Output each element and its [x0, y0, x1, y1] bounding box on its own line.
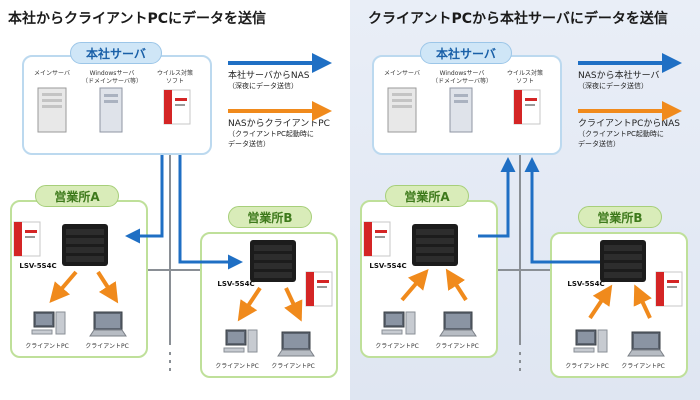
left-legend-blue: 本社サーバからNAS （深夜にデータ送信） — [228, 70, 310, 92]
left-label-main-server: メインサーバ — [34, 70, 70, 77]
right-pc-a1-label: クライアントPC — [375, 343, 419, 350]
left-hq-label: 本社サーバ — [70, 42, 162, 64]
left-nas-b-model: LSV-5S4C — [217, 280, 255, 288]
right-arrow-pc2-to-nas-b — [633, 284, 652, 319]
left-legend-orange-line1: NASからクライアントPC — [228, 119, 330, 129]
left-pc-a1-icon — [31, 311, 66, 335]
right-arrow-pc1-to-nas-a — [400, 268, 429, 302]
right-branch-b-software-icon — [655, 271, 683, 307]
left-pc-b2-icon — [277, 331, 315, 357]
left-title: 本社からクライアントPCにデータを送信 — [8, 11, 266, 27]
left-arrow-nas-b-to-pc1 — [237, 286, 262, 322]
left-windows-server-icon — [99, 87, 123, 133]
right-arrow-nas-b-to-hq — [524, 157, 600, 264]
left-label-windows-server-1: Windowsサーバ — [89, 70, 135, 77]
right-windows-server-icon — [449, 87, 473, 133]
right-arrow-pc1-to-nas-b — [588, 284, 613, 320]
left-nas-a-model: LSV-5S4C — [19, 262, 57, 270]
left-pc-a2-label: クライアントPC — [85, 343, 129, 350]
left-pc-b1-label: クライアントPC — [215, 363, 259, 370]
right-nas-b-icon — [600, 240, 646, 282]
right-main-server-icon — [387, 87, 417, 133]
left-legend-orange-line3: データ送信） — [228, 139, 270, 148]
right-legend-orange: クライアントPCからNAS （クライアントPC起動時に データ送信） — [578, 118, 680, 149]
left-label-virus-1: ウイルス対策 — [156, 70, 193, 77]
right-pc-a2-label: クライアントPC — [435, 343, 479, 350]
left-pc-a1-label: クライアントPC — [25, 343, 69, 350]
left-branch-a-software-icon — [13, 221, 41, 257]
left-legend-blue-line2: （深夜にデータ送信） — [228, 82, 298, 91]
right-label-windows-server-2: （ドメインサーバ等） — [432, 78, 492, 85]
right-pc-a2-icon — [439, 311, 477, 337]
right-nas-a-icon — [412, 224, 458, 266]
right-pc-b2-label: クライアントPC — [621, 363, 665, 370]
right-label-windows-server-1: Windowsサーバ — [439, 70, 485, 77]
right-branch-a-software-icon — [363, 221, 391, 257]
left-legend-orange: NASからクライアントPC （クライアントPC起動時に データ送信） — [228, 118, 330, 149]
right-network — [498, 155, 550, 371]
right-pc-b1-icon — [573, 329, 608, 353]
left-legend-orange-line2: （クライアントPC起動時に — [228, 130, 314, 139]
right-legend-blue-line1: NASから本社サーバ — [578, 71, 660, 81]
left-label-windows-server-2: （ドメインサーバ等） — [82, 78, 142, 85]
right-title: クライアントPCから本社サーバにデータを送信 — [368, 11, 668, 27]
right-nas-b-model: LSV-5S4C — [567, 280, 605, 288]
left-nas-b-icon — [250, 240, 296, 282]
left-antivirus-software-icon — [163, 89, 191, 125]
right-legend-orange-line1: クライアントPCからNAS — [578, 119, 680, 129]
right-branch-b-label: 営業所B — [578, 206, 662, 228]
left-arrow-nas-a-to-pc1 — [49, 270, 78, 304]
right-pc-b2-icon — [627, 331, 665, 357]
right-arrow-pc2-to-nas-a — [445, 268, 468, 302]
right-pc-a1-icon — [381, 311, 416, 335]
right-hq-label: 本社サーバ — [420, 42, 512, 64]
left-legend-blue-line1: 本社サーバからNAS — [228, 71, 310, 81]
left-pc-b1-icon — [223, 329, 258, 353]
left-nas-a-icon — [62, 224, 108, 266]
left-main-server-icon — [37, 87, 67, 133]
right-legend-blue-line2: （深夜にデータ送信） — [578, 82, 648, 91]
left-network — [148, 155, 200, 371]
left-pc-b2-label: クライアントPC — [271, 363, 315, 370]
right-legend-blue: NASから本社サーバ （深夜にデータ送信） — [578, 70, 660, 92]
right-legend-orange-line2: （クライアントPC起動時に — [578, 130, 664, 139]
left-arrow-nas-a-to-pc2 — [96, 270, 119, 304]
right-label-main-server: メインサーバ — [384, 70, 420, 77]
left-branch-a-label: 営業所A — [35, 185, 119, 207]
right-arrow-nas-a-to-hq — [478, 157, 516, 238]
right-nas-a-model: LSV-5S4C — [369, 262, 407, 270]
right-label-virus-1: ウイルス対策 — [506, 70, 543, 77]
left-branch-b-software-icon — [305, 271, 333, 307]
right-branch-a-label: 営業所A — [385, 185, 469, 207]
right-label-virus-2: ソフト — [515, 78, 534, 85]
left-pc-a2-icon — [89, 311, 127, 337]
left-arrow-hq-to-nas-b — [178, 155, 243, 270]
left-label-virus-2: ソフト — [165, 78, 184, 85]
left-arrow-nas-b-to-pc2 — [284, 287, 303, 322]
right-antivirus-software-icon — [513, 89, 541, 125]
right-pc-b1-label: クライアントPC — [565, 363, 609, 370]
left-branch-b-label: 営業所B — [228, 206, 312, 228]
left-arrow-hq-to-nas-a — [125, 155, 164, 244]
right-legend-orange-line3: データ送信） — [578, 139, 620, 148]
